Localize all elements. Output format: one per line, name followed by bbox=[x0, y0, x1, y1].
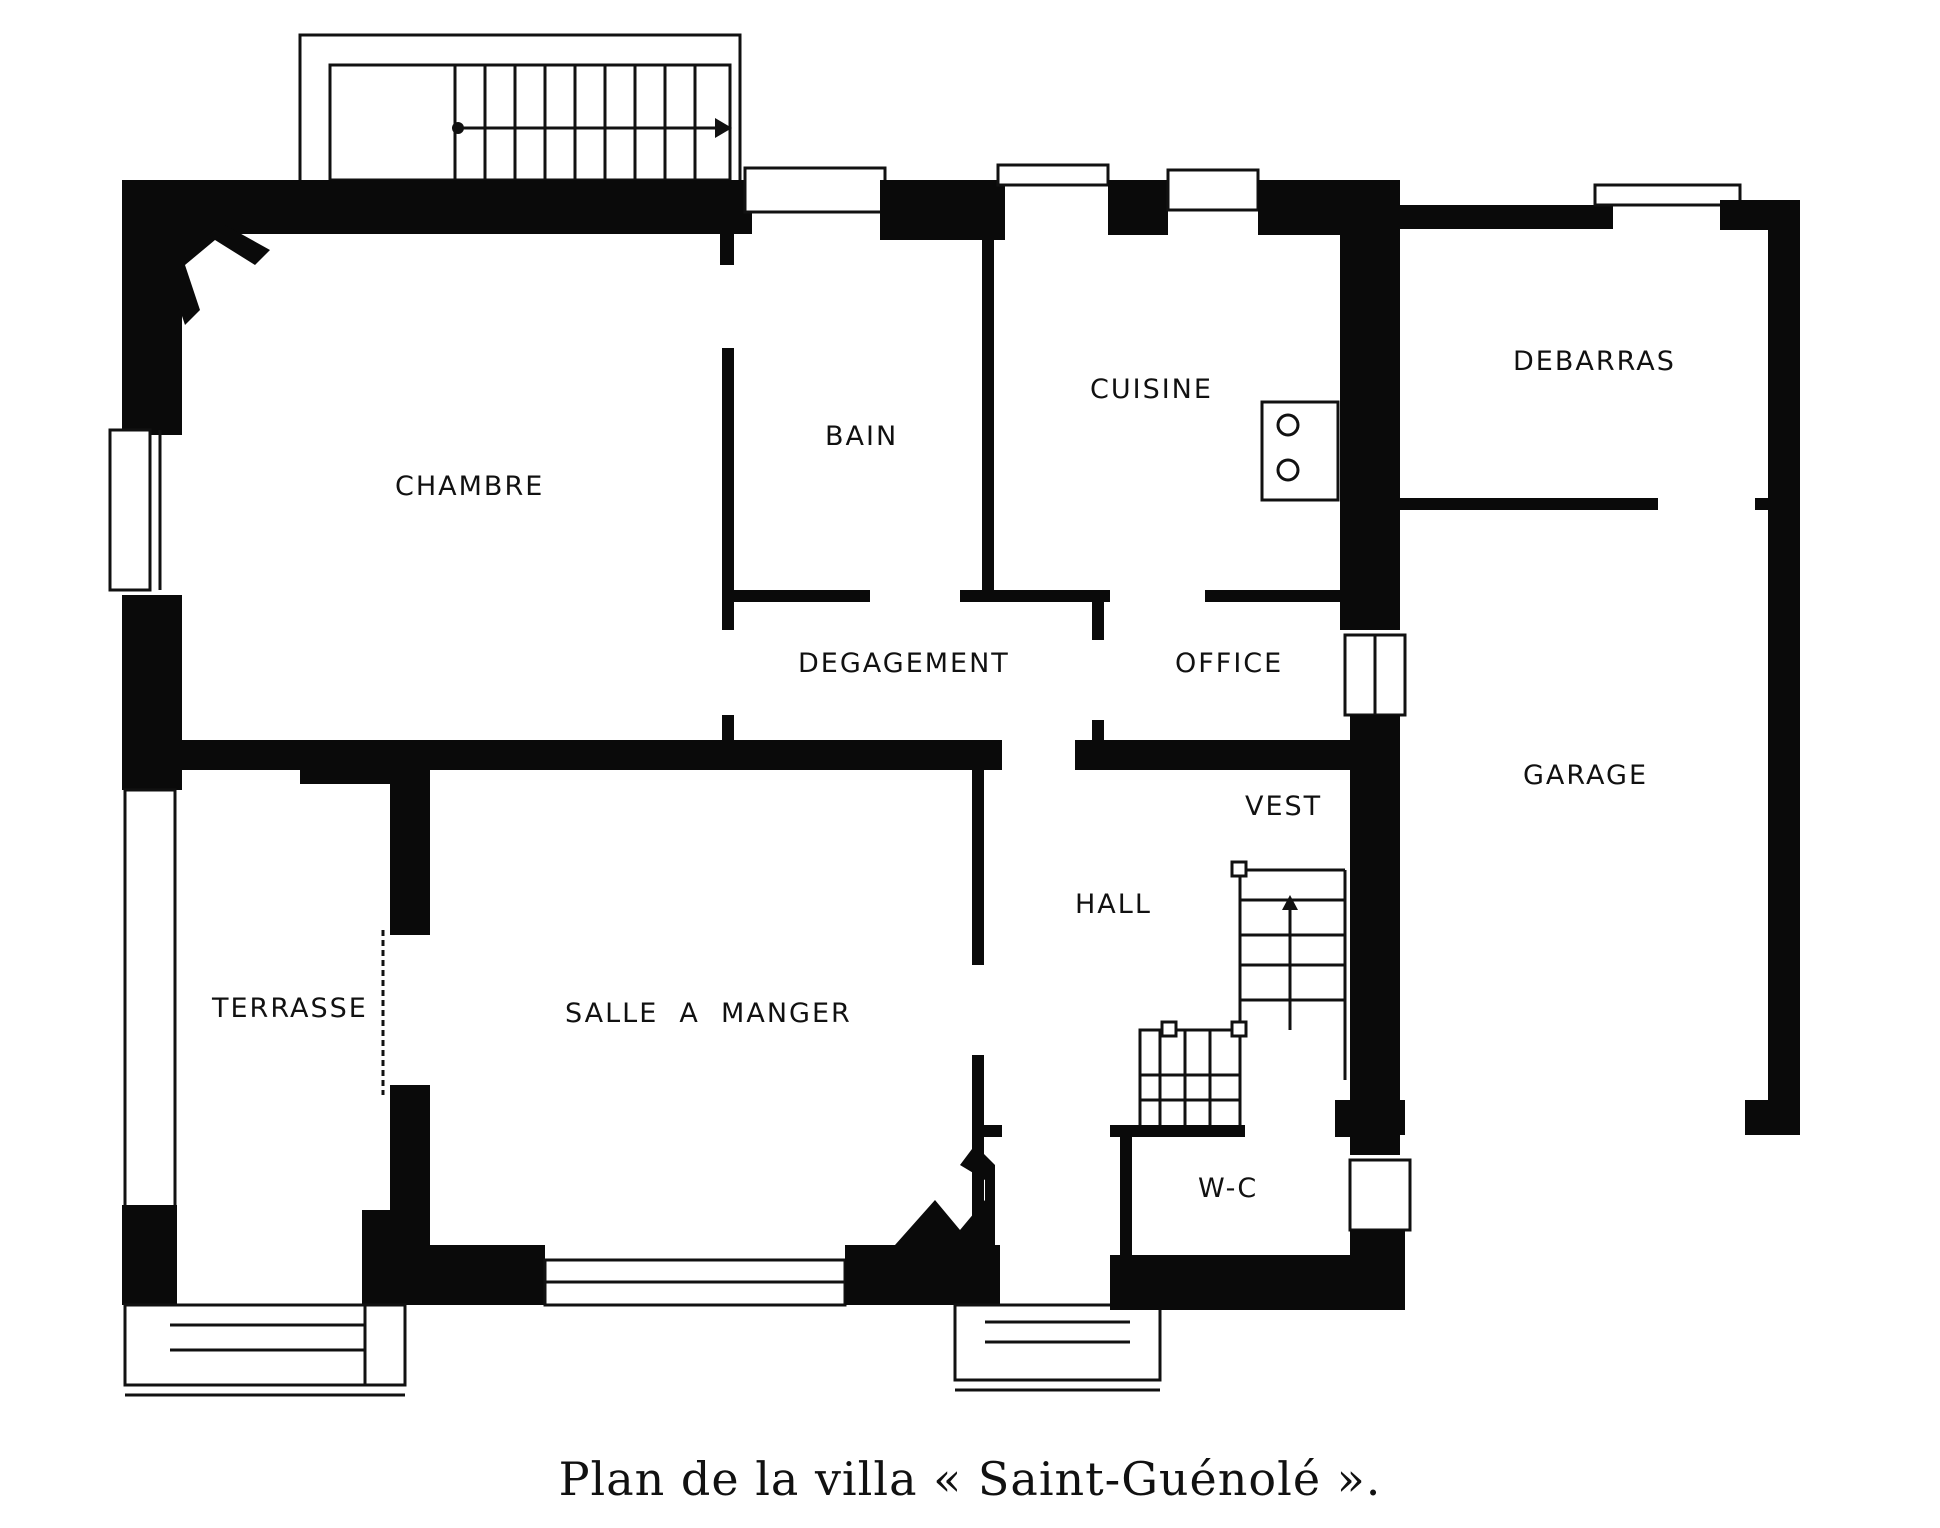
plan-caption: Plan de la villa « Saint-Guénolé ». bbox=[559, 1452, 1382, 1506]
label-salle-a-manger: SALLE A MANGER bbox=[565, 998, 852, 1029]
label-vest: VEST bbox=[1245, 791, 1322, 822]
label-wc: W-C bbox=[1198, 1173, 1258, 1204]
label-chambre: CHAMBRE bbox=[395, 471, 544, 502]
left-wall bbox=[108, 180, 182, 1387]
hall-walls bbox=[1110, 1125, 1375, 1310]
entrance-steps bbox=[953, 1303, 1162, 1392]
dining-room-walls bbox=[300, 770, 1002, 1307]
stair-arrow-icon bbox=[715, 118, 732, 138]
label-debarras: DEBARRAS bbox=[1513, 346, 1676, 377]
stair-start-dot-icon bbox=[452, 122, 464, 134]
label-hall: HALL bbox=[1075, 889, 1152, 920]
label-bain: BAIN bbox=[825, 421, 898, 452]
label-cuisine: CUISINE bbox=[1090, 374, 1213, 405]
top-wall bbox=[122, 163, 1398, 265]
label-garage: GARAGE bbox=[1523, 760, 1648, 791]
label-terrasse: TERRASSE bbox=[211, 993, 368, 1024]
label-office: OFFICE bbox=[1175, 648, 1283, 679]
terrace-front bbox=[123, 930, 407, 1397]
label-degagement: DEGAGEMENT bbox=[798, 648, 1010, 679]
exterior-stair bbox=[298, 33, 742, 182]
sink-icon bbox=[1260, 400, 1340, 502]
interior-stair bbox=[1138, 860, 1347, 1125]
garage-annex bbox=[1398, 183, 1800, 1135]
stair-up-arrow-icon bbox=[1282, 895, 1298, 910]
